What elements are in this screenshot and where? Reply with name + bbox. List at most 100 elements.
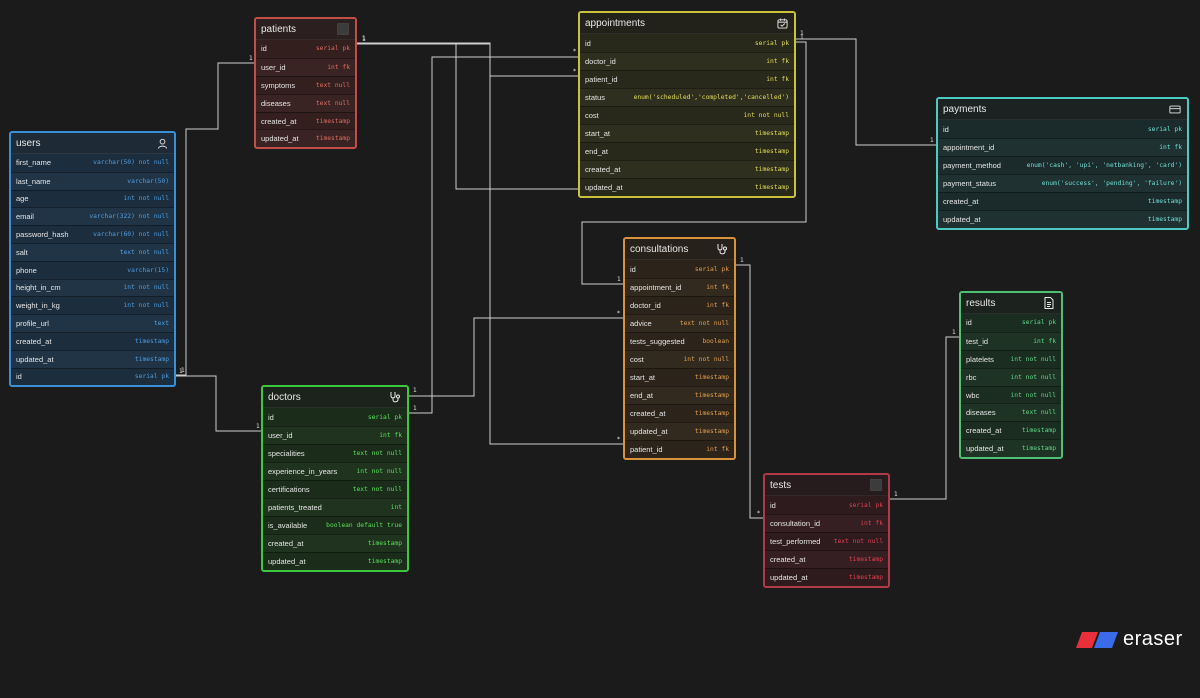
field-row[interactable]: cost int not null (580, 106, 794, 124)
table-name: consultations (630, 243, 689, 255)
relation-line[interactable] (176, 375, 261, 432)
field-name: is_available (268, 521, 308, 530)
table-header[interactable]: results (961, 293, 1061, 314)
relation-line[interactable] (736, 264, 763, 519)
relation-line[interactable] (176, 62, 254, 376)
relation-line[interactable] (409, 317, 623, 397)
relation-line[interactable] (890, 336, 959, 500)
table-header[interactable]: patients (256, 19, 355, 40)
relation-line[interactable] (796, 38, 936, 146)
field-name: diseases (261, 98, 291, 108)
table-header[interactable]: consultations (625, 239, 734, 260)
field-name: updated_at (630, 427, 668, 436)
relation-line[interactable] (581, 41, 807, 285)
relation-line[interactable] (409, 56, 578, 414)
table-header[interactable]: tests (765, 475, 888, 496)
field-type: int not null (743, 112, 790, 119)
relation-line[interactable] (357, 43, 578, 77)
table-header[interactable]: appointments (580, 13, 794, 34)
table-header[interactable]: users (11, 133, 174, 154)
relation-line[interactable] (357, 42, 578, 190)
field-name: cost (585, 111, 599, 120)
table-header[interactable]: doctors (263, 387, 407, 408)
table-header[interactable]: payments (938, 99, 1187, 120)
